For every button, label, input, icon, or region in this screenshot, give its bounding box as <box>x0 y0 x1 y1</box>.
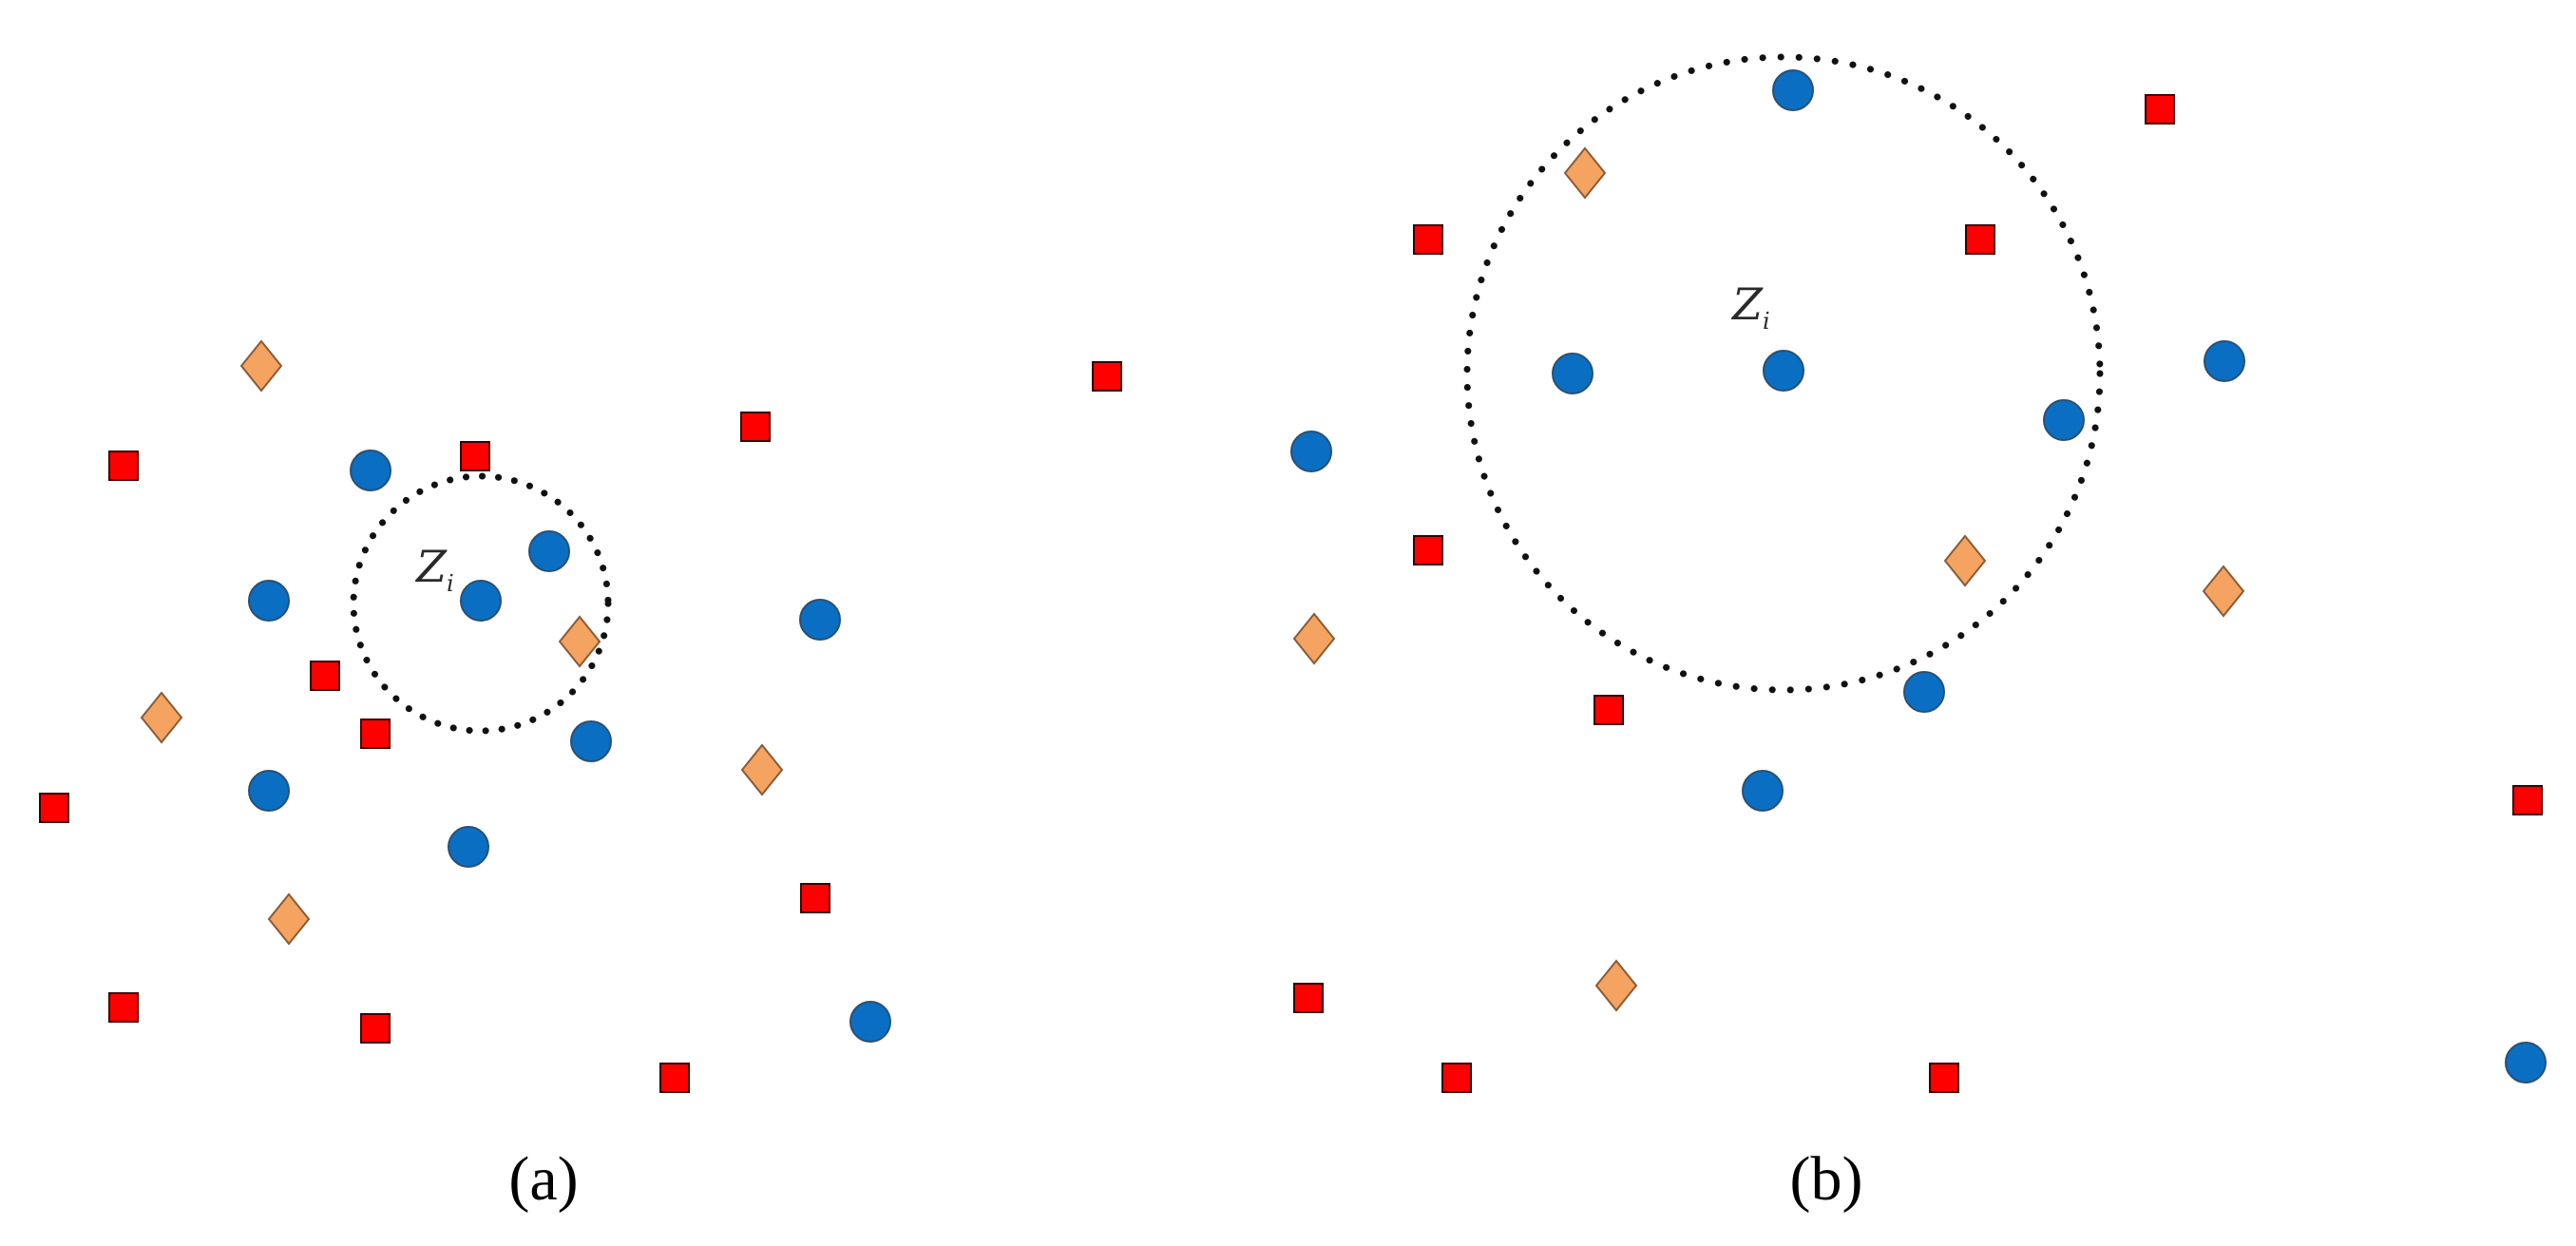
panel-b: Zi (b) <box>1092 53 2547 1214</box>
square-point-a-8 <box>360 1013 391 1044</box>
diamond-point-b-1 <box>1943 534 1987 587</box>
square-point-b-0 <box>2145 94 2175 125</box>
circle-point-b-6 <box>1903 671 1945 713</box>
panel-label-a: (a) <box>508 1144 578 1214</box>
square-point-a-0 <box>108 450 139 481</box>
diamond-point-b-0 <box>1563 146 1607 200</box>
neighborhood-ring-b <box>1463 53 2104 694</box>
diamond-point-a-0 <box>239 339 283 393</box>
diamond-point-a-4 <box>267 892 311 946</box>
square-point-b-6 <box>2512 785 2543 815</box>
circle-point-a-6 <box>448 826 489 868</box>
circle-point-b-8 <box>2505 1042 2547 1083</box>
zi-sub-a: i <box>447 570 454 597</box>
square-point-b-3 <box>1092 361 1122 392</box>
circle-point-b-2 <box>1763 350 1804 392</box>
diamond-point-b-3 <box>1292 612 1336 665</box>
neighborhood-ring-a <box>350 472 612 735</box>
points-a <box>39 339 891 1093</box>
circle-point-a-3 <box>528 530 570 572</box>
square-point-a-6 <box>800 883 830 913</box>
zi-sub-b: i <box>1763 308 1770 335</box>
circle-point-b-7 <box>1742 770 1784 812</box>
square-point-a-1 <box>460 441 490 471</box>
points-b <box>1092 69 2547 1093</box>
panel-a: Zi (a) <box>39 339 891 1214</box>
square-point-b-1 <box>1413 224 1443 255</box>
circle-point-b-1 <box>1552 353 1593 394</box>
zi-main-b: Z <box>1730 278 1764 330</box>
square-point-a-4 <box>360 719 391 749</box>
diamond-point-a-3 <box>740 743 784 796</box>
circle-point-a-4 <box>570 720 612 762</box>
square-point-b-4 <box>1413 535 1443 565</box>
circle-point-b-4 <box>1290 431 1332 472</box>
circle-point-a-2 <box>460 580 502 622</box>
zi-main-a: Z <box>414 541 448 592</box>
zi-label-b: Zi <box>1730 278 1770 335</box>
square-point-b-2 <box>1965 224 1995 255</box>
square-point-a-5 <box>39 793 69 823</box>
diamond-point-b-4 <box>1594 959 1638 1012</box>
square-point-a-3 <box>310 661 340 691</box>
square-point-a-2 <box>740 412 771 442</box>
square-point-b-9 <box>1929 1063 1959 1093</box>
square-point-b-8 <box>1441 1063 1472 1093</box>
circle-point-a-8 <box>849 1001 891 1043</box>
square-point-a-7 <box>108 992 139 1023</box>
panel-label-b: (b) <box>1790 1144 1863 1214</box>
diamond-point-a-1 <box>140 691 183 744</box>
diamond-point-a-2 <box>558 615 601 668</box>
square-point-b-7 <box>1293 983 1324 1013</box>
square-point-a-9 <box>659 1063 690 1093</box>
circle-point-b-5 <box>2204 340 2245 382</box>
circle-point-a-7 <box>799 599 841 641</box>
circle-point-a-5 <box>248 770 290 812</box>
circle-point-b-0 <box>1772 69 1814 111</box>
circle-point-a-0 <box>350 450 391 491</box>
diamond-point-b-2 <box>2202 565 2245 618</box>
zi-label-a: Zi <box>414 541 454 597</box>
square-point-b-5 <box>1593 695 1624 725</box>
circle-point-a-1 <box>248 580 290 622</box>
circle-point-b-3 <box>2043 399 2085 441</box>
